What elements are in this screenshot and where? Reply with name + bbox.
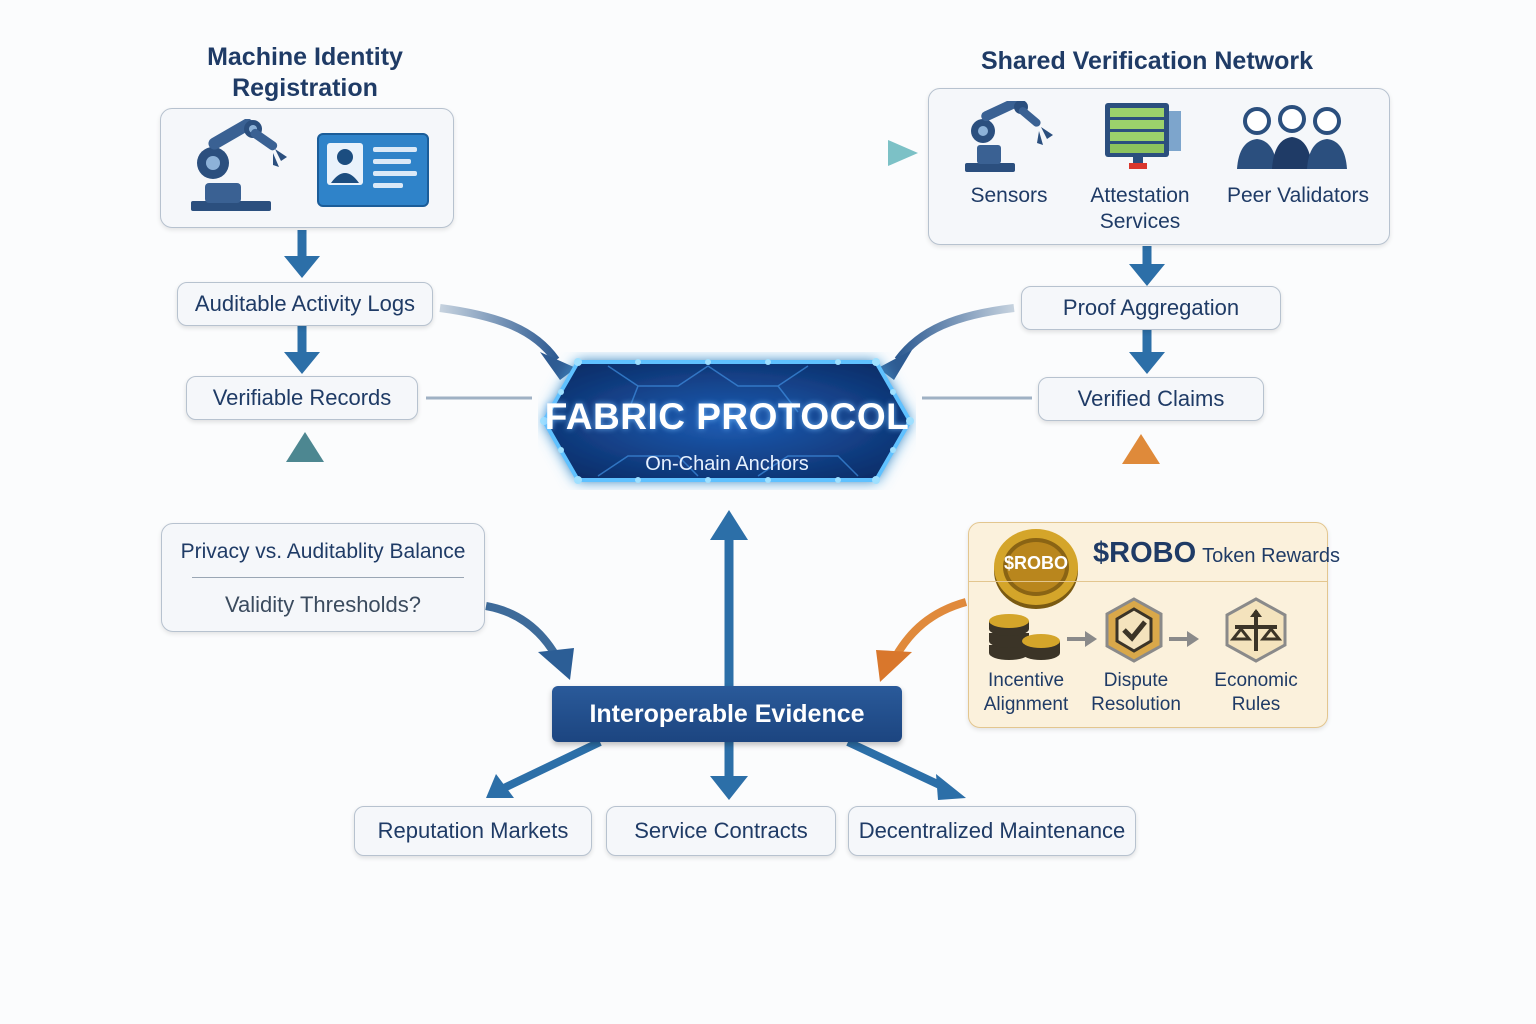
- coin-label: $ROBO: [1003, 553, 1068, 573]
- dispute-line2: Resolution: [1091, 694, 1181, 715]
- hub-title: FABRIC PROTOCOL: [544, 396, 910, 437]
- fabric-protocol-hub: FABRIC PROTOCOL On-Chain Anchors: [538, 352, 916, 490]
- token-title-suffix: Token Rewards: [1202, 545, 1340, 567]
- id-card-icon: [317, 133, 429, 207]
- attestation-label-line1: Attestation: [1090, 184, 1190, 207]
- server-icon: [1105, 103, 1181, 169]
- attestation-label: Attestation Services: [1075, 183, 1205, 235]
- robo-coin-icon: $ROBO: [991, 523, 1081, 611]
- arrow-privacy-to-evidence: [485, 602, 560, 659]
- sensors-label: Sensors: [970, 184, 1048, 207]
- arrowhead: [486, 774, 514, 798]
- arrowhead: [284, 352, 320, 374]
- economic-line1: Economic: [1214, 670, 1298, 691]
- coin-stack-icon: [989, 614, 1060, 660]
- robot-arm-icon: [191, 119, 287, 211]
- arrow-evidence-to-maintenance: [846, 738, 948, 792]
- identity-title-line1: Machine Identity: [207, 43, 403, 71]
- arrowhead: [1129, 352, 1165, 374]
- privacy-divider: [192, 577, 464, 578]
- people-icon: [1237, 105, 1347, 169]
- proof-aggregation: Proof Aggregation: [1021, 286, 1281, 330]
- outcome-decentralized-maintenance: Decentralized Maintenance: [848, 806, 1136, 856]
- arrowhead: [538, 648, 574, 680]
- economic-line2: Rules: [1231, 694, 1281, 715]
- outcome-reputation-markets: Reputation Markets: [354, 806, 592, 856]
- sensor-robot-icon: [965, 101, 1053, 172]
- arrowhead: [710, 510, 748, 540]
- verified-claims: Verified Claims: [1038, 377, 1264, 421]
- shield-check-icon: [1105, 597, 1163, 663]
- arrow-token-to-evidence: [892, 598, 968, 659]
- outcome-service-contracts: Service Contracts: [606, 806, 836, 856]
- arrowhead: [1122, 434, 1160, 464]
- identity-title: Machine Identity Registration: [160, 42, 450, 104]
- arrow-evidence-to-reputation: [502, 738, 602, 792]
- privacy-panel: Privacy vs. Auditablity Balance Validity…: [161, 523, 485, 632]
- token-title-main: $ROBO: [1093, 537, 1197, 569]
- balance-rules-icon: [1225, 597, 1287, 663]
- incentive-alignment-label: Incentive Alignment: [971, 669, 1081, 717]
- identity-panel: [160, 108, 454, 228]
- validity-thresholds-label: Validity Thresholds?: [224, 592, 422, 617]
- economic-rules-label: Economic Rules: [1201, 669, 1311, 717]
- verifiable-records: Verifiable Records: [186, 376, 418, 420]
- hub-subtitle: On-Chain Anchors: [645, 453, 809, 475]
- auditable-activity-logs: Auditable Activity Logs: [177, 282, 433, 326]
- arrowhead: [284, 256, 320, 278]
- arrow-right-icon: [1169, 631, 1199, 647]
- network-title: Shared Verification Network: [980, 47, 1314, 75]
- identity-title-line2: Registration: [232, 74, 378, 102]
- arrowhead: [710, 776, 748, 800]
- incentive-line2: Alignment: [983, 694, 1069, 715]
- hub-shape: [540, 358, 914, 484]
- arrowhead: [286, 432, 324, 462]
- network-panel: Sensors Attestation Services Peer Valida…: [928, 88, 1390, 245]
- peer-validators-label: Peer Validators: [1226, 184, 1370, 207]
- arrowhead: [1129, 264, 1165, 286]
- interoperable-evidence: Interoperable Evidence: [552, 686, 902, 742]
- dispute-line1: Dispute: [1103, 670, 1169, 691]
- arrowhead: [876, 650, 912, 682]
- privacy-balance-label: Privacy vs. Auditablity Balance: [180, 540, 466, 563]
- dispute-resolution-label: Dispute Resolution: [1081, 669, 1191, 717]
- arrow-right-icon: [1067, 631, 1097, 647]
- arrowhead: [888, 140, 918, 166]
- token-divider: [969, 581, 1327, 582]
- arrowhead: [936, 774, 966, 800]
- attestation-label-line2: Services: [1099, 210, 1181, 233]
- incentive-line1: Incentive: [987, 670, 1065, 691]
